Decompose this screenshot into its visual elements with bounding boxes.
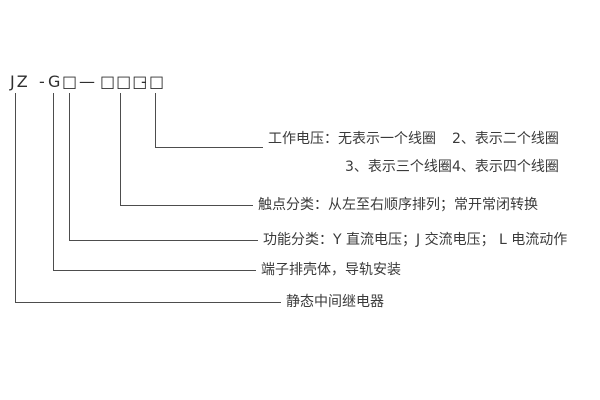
label-function-category: 功能分类：Y 直流电压；J 交流电压； L 电流动作	[263, 232, 568, 248]
connector-vline-terminal-housing	[53, 93, 54, 271]
label-working-voltage-opt2: 2、表示二个线圈	[452, 131, 559, 147]
model-code-segment-boxes3: □□□	[100, 72, 149, 91]
label-terminal-housing: 端子排壳体，导轨安装	[261, 262, 401, 278]
model-code-segment-jz: JZ	[10, 72, 30, 91]
connector-hline-function	[69, 240, 258, 241]
model-code-segment-dash1: -	[39, 72, 47, 91]
connector-hline-working-voltage	[155, 147, 263, 148]
connector-vline-working-voltage	[155, 93, 156, 148]
model-code-segment-g: G	[48, 72, 63, 91]
connector-hline-contact	[120, 205, 253, 206]
label-contact-category: 触点分类：从左至右顺序排列；常开常闭转换	[258, 197, 538, 213]
model-code-segment-box5: □	[149, 72, 167, 91]
label-working-voltage-opt4: 4、表示四个线圈	[452, 159, 559, 175]
model-code-segment-dash2: —	[79, 72, 97, 91]
label-working-voltage-opt3: 3、表示三个线圈	[345, 159, 452, 175]
connector-vline-relay-type	[15, 93, 16, 303]
label-relay-type: 静态中间继电器	[286, 294, 384, 310]
connector-vline-function	[69, 93, 70, 241]
connector-vline-contact	[120, 93, 121, 206]
label-working-voltage-title: 工作电压：无表示一个线圈	[268, 131, 436, 147]
model-code-segment-dash3: -	[141, 72, 149, 91]
connector-hline-relay-type	[15, 302, 281, 303]
model-code-segment-box1: □	[62, 72, 80, 91]
connector-hline-terminal-housing	[53, 270, 256, 271]
